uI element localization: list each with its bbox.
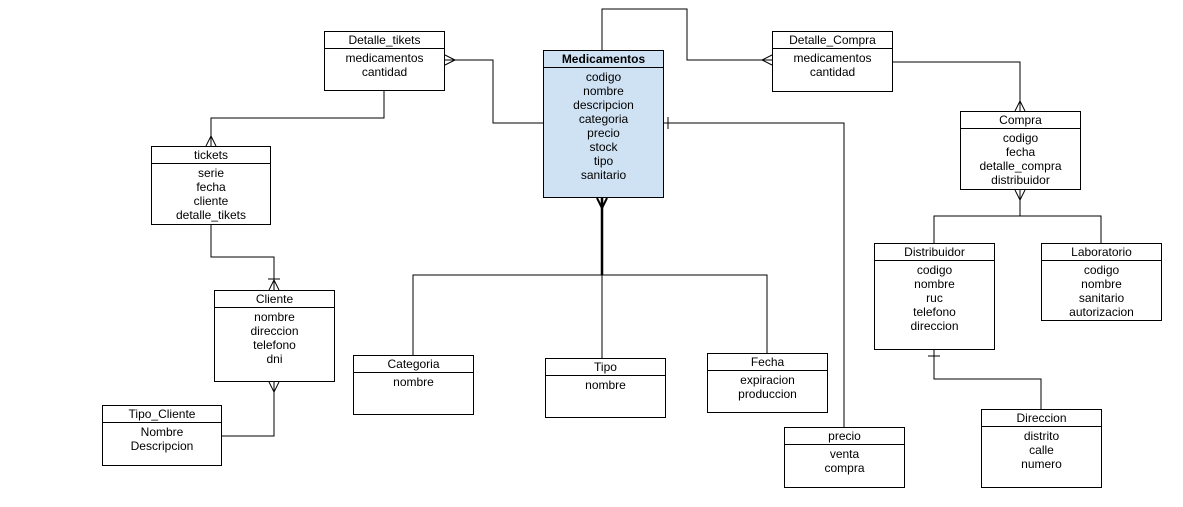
- entity-attribute: ruc: [926, 291, 943, 305]
- entity-title: Detalle_tikets: [325, 32, 444, 49]
- entity-attribute: medicamentos: [345, 51, 424, 65]
- entity-attribute: Descripcion: [130, 439, 194, 453]
- entity-title: Categoria: [354, 356, 473, 373]
- crow-foot-cliente-bottom: [268, 381, 275, 393]
- entity-precio[interactable]: precio venta compra: [784, 427, 905, 488]
- connector-distribuidor-direccion: [933, 350, 1042, 409]
- entity-title: Fecha: [708, 354, 827, 371]
- entity-medicamentos[interactable]: Medicamentos codigo nombre descripcion c…: [543, 50, 664, 198]
- entity-title: precio: [785, 428, 904, 445]
- entity-detalle-compra[interactable]: Detalle_Compra medicamentos cantidad: [772, 31, 893, 92]
- entity-direccion[interactable]: Direccion distrito calle numero: [981, 409, 1102, 488]
- entity-attribute: nombre: [585, 378, 626, 392]
- entity-attribute: direccion: [250, 324, 299, 338]
- connector-tickets-cliente: [210, 225, 275, 290]
- entity-attribute: sanitario: [1078, 291, 1125, 305]
- entity-attribute: codigo: [1002, 131, 1039, 145]
- crow-foot-cliente-bottom-b: [273, 381, 280, 393]
- entity-title: Tipo: [546, 359, 665, 376]
- crow-foot-tickets-b: [210, 135, 217, 147]
- crow-foot-medicamentos-bottom-b: [601, 197, 608, 209]
- entity-attribute: dni: [266, 352, 283, 366]
- entity-attribute: codigo: [585, 70, 622, 84]
- entity-attribute: nombre: [393, 375, 434, 389]
- entity-attribute: categoria: [578, 112, 629, 126]
- entity-attribute: distribuidor: [991, 173, 1050, 187]
- entity-title: Cliente: [215, 291, 334, 308]
- entity-attribute: telefono: [253, 338, 296, 352]
- entity-attribute: venta: [829, 447, 860, 461]
- entity-title: Tipo_Cliente: [103, 406, 221, 423]
- entity-categoria[interactable]: Categoria nombre: [353, 355, 474, 415]
- entity-attribute: calle: [1029, 443, 1054, 457]
- crow-foot-compra-b: [1019, 100, 1026, 112]
- entity-attribute: nombre: [1081, 277, 1122, 291]
- entity-attribute: codigo: [1083, 263, 1120, 277]
- entity-attribute: fecha: [1005, 145, 1036, 159]
- entity-attribute: cantidad: [809, 65, 856, 79]
- entity-attribute: nombre: [914, 277, 955, 291]
- entity-title: Detalle_Compra: [773, 32, 892, 49]
- connector-compra-branches: [933, 215, 1102, 243]
- entity-fecha[interactable]: Fecha expiracion produccion: [707, 353, 828, 413]
- entity-attribute: nombre: [254, 310, 295, 324]
- crow-foot-compra: [1014, 100, 1021, 112]
- entity-attribute: detalle_compra: [979, 159, 1062, 173]
- crow-foot-detalle-tikets: [444, 54, 456, 61]
- crow-foot-detalle-compra-b: [761, 59, 773, 66]
- connector-cliente-tipo-cliente: [222, 382, 275, 437]
- crow-foot-cliente: [268, 279, 275, 291]
- entity-attribute: sanitario: [580, 168, 627, 182]
- entity-attribute: Nombre: [140, 425, 184, 439]
- entity-attribute: compra: [824, 461, 865, 475]
- entity-cliente[interactable]: Cliente nombre direccion telefono dni: [214, 290, 335, 382]
- entity-attribute: distrito: [1023, 429, 1060, 443]
- entity-attribute: autorizacion: [1069, 305, 1134, 319]
- connector-medicamentos-detalle-tikets: [445, 59, 543, 124]
- entity-attribute: cliente: [193, 194, 229, 208]
- entity-title: Compra: [961, 112, 1080, 129]
- entity-attribute: cantidad: [361, 65, 408, 79]
- crow-foot-compra-bottom-b: [1019, 189, 1026, 201]
- entity-laboratorio[interactable]: Laboratorio codigo nombre sanitario auto…: [1041, 243, 1162, 321]
- entity-compra[interactable]: Compra codigo fecha detalle_compra distr…: [960, 111, 1081, 190]
- entity-title: tickets: [152, 147, 270, 164]
- entity-attribute: produccion: [738, 387, 797, 401]
- entity-attribute: serie: [197, 166, 224, 180]
- crow-foot-detalle-tikets-b: [444, 59, 456, 66]
- connector-trunk-branches: [412, 274, 768, 355]
- crow-foot-medicamentos-bottom: [596, 197, 603, 209]
- entity-tipo-cliente[interactable]: Tipo_Cliente Nombre Descripcion: [102, 405, 222, 466]
- entity-attribute: expiracion: [740, 373, 795, 387]
- entity-attribute: nombre: [583, 84, 624, 98]
- entity-title: Laboratorio: [1042, 244, 1161, 261]
- crow-foot-tickets: [205, 135, 212, 147]
- entity-title: Direccion: [982, 410, 1101, 427]
- connector-detalle-tikets-tickets: [210, 91, 385, 146]
- entity-tickets[interactable]: tickets serie fecha cliente detalle_tike…: [151, 146, 271, 225]
- entity-attribute: telefono: [913, 305, 956, 319]
- entity-attribute: direccion: [910, 319, 959, 333]
- entity-tipo[interactable]: Tipo nombre: [545, 358, 666, 418]
- entity-attribute: precio: [587, 126, 620, 140]
- entity-attribute: stock: [589, 140, 618, 154]
- connector-medicamentos-detalle-compra: [601, 8, 772, 61]
- entity-attribute: tipo: [593, 154, 614, 168]
- entity-attribute: numero: [1021, 457, 1062, 471]
- crow-foot-compra-bottom: [1014, 189, 1021, 201]
- entity-title: Medicamentos: [544, 51, 663, 68]
- entity-attribute: fecha: [196, 180, 226, 194]
- entity-attribute: medicamentos: [793, 51, 872, 65]
- entity-title: Distribuidor: [875, 244, 994, 261]
- connector-medicamentos-precio: [664, 122, 845, 427]
- crow-foot-detalle-compra: [761, 54, 773, 61]
- entity-distribuidor[interactable]: Distribuidor codigo nombre ruc telefono …: [874, 243, 995, 350]
- crow-foot-cliente-b: [273, 279, 280, 291]
- entity-attribute: codigo: [916, 263, 953, 277]
- connector-detalle-compra-compra: [893, 61, 1021, 111]
- entity-attribute: detalle_tikets: [175, 208, 247, 222]
- entity-attribute: descripcion: [573, 98, 634, 112]
- entity-detalle-tikets[interactable]: Detalle_tikets medicamentos cantidad: [324, 31, 445, 91]
